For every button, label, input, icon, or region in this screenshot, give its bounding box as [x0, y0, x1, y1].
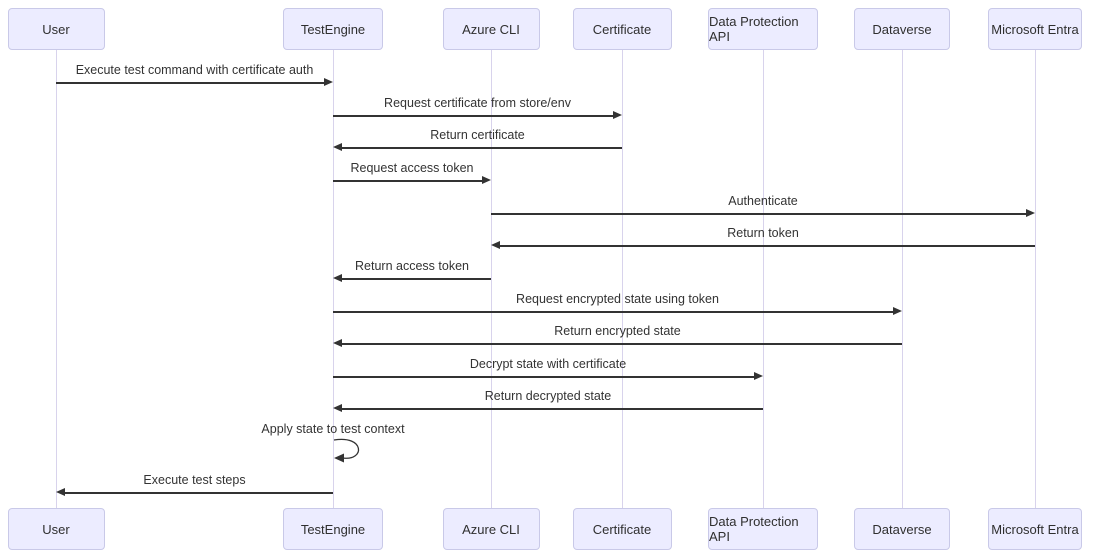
participant-label: Data Protection API [709, 14, 799, 44]
participant-label: Certificate [592, 521, 652, 537]
self-loop-arrow [333, 438, 360, 463]
participant-dpapi-bottom: Data Protection API [708, 508, 818, 550]
message-label: Authenticate [728, 194, 798, 208]
arrowhead-icon [324, 78, 333, 86]
participant-label: Data Protection API [709, 514, 799, 544]
message-label: Return decrypted state [484, 389, 612, 403]
participant-label: TestEngine [300, 21, 366, 37]
arrowhead-icon [1026, 209, 1035, 217]
participant-label: Azure CLI [462, 521, 520, 537]
participant-user-bottom: User [7, 508, 105, 550]
message-line [341, 278, 491, 280]
message-line [333, 115, 614, 117]
participant-dataverse-bottom: Dataverse [854, 508, 950, 550]
lifeline-dpapi [762, 50, 764, 508]
arrowhead-icon [613, 111, 622, 119]
message-label: Return certificate [430, 128, 525, 142]
participant-label: Microsoft Entra [991, 21, 1079, 37]
participant-entra-top: Microsoft Entra [988, 8, 1082, 50]
arrowhead-icon [491, 241, 500, 249]
participant-certificate-bottom: Certificate [572, 508, 672, 550]
message-line [333, 180, 483, 182]
message-line [341, 408, 763, 410]
participant-label: Dataverse [872, 521, 932, 537]
participant-label: Certificate [592, 21, 652, 37]
message-line [333, 311, 894, 313]
message-line [333, 376, 755, 378]
message-label: Decrypt state with certificate [469, 357, 627, 371]
arrowhead-icon [754, 372, 763, 380]
message-line [341, 343, 902, 345]
message-label: Return encrypted state [554, 324, 681, 338]
lifeline-user [55, 50, 57, 508]
participant-certificate-top: Certificate [572, 8, 672, 50]
lifeline-azurecli [490, 50, 492, 508]
participant-label: Microsoft Entra [991, 521, 1079, 537]
arrowhead-icon [333, 339, 342, 347]
participant-label: TestEngine [300, 521, 366, 537]
message-label: Apply state to test context [261, 422, 405, 436]
message-line [341, 147, 622, 149]
message-label: Request certificate from store/env [384, 96, 571, 110]
participant-dpapi-top: Data Protection API [708, 8, 818, 50]
lifeline-dataverse [901, 50, 903, 508]
participant-label: User [42, 521, 70, 537]
arrowhead-icon [482, 176, 491, 184]
participant-entra-bottom: Microsoft Entra [988, 508, 1082, 550]
message-line [491, 213, 1027, 215]
message-label: Request access token [350, 161, 474, 175]
arrowhead-icon [333, 143, 342, 151]
participant-azurecli-top: Azure CLI [442, 8, 540, 50]
message-line [56, 82, 325, 84]
lifeline-certificate [621, 50, 623, 508]
arrowhead-icon [333, 274, 342, 282]
arrowhead-icon [893, 307, 902, 315]
participant-label: Azure CLI [462, 21, 520, 37]
message-label: Execute test command with certificate au… [75, 63, 314, 77]
arrowhead-icon [333, 404, 342, 412]
message-line [499, 245, 1035, 247]
participant-dataverse-top: Dataverse [854, 8, 950, 50]
lifeline-entra [1034, 50, 1036, 508]
participant-label: User [42, 21, 70, 37]
message-label: Execute test steps [143, 473, 246, 487]
participant-testengine-top: TestEngine [283, 8, 383, 50]
message-label: Return token [727, 226, 799, 240]
arrowhead-icon [56, 488, 65, 496]
participant-label: Dataverse [872, 21, 932, 37]
message-line [64, 492, 333, 494]
participant-testengine-bottom: TestEngine [283, 508, 383, 550]
message-label: Request encrypted state using token [516, 292, 719, 306]
message-label: Return access token [355, 259, 469, 273]
participant-azurecli-bottom: Azure CLI [442, 508, 540, 550]
participant-user-top: User [7, 8, 105, 50]
